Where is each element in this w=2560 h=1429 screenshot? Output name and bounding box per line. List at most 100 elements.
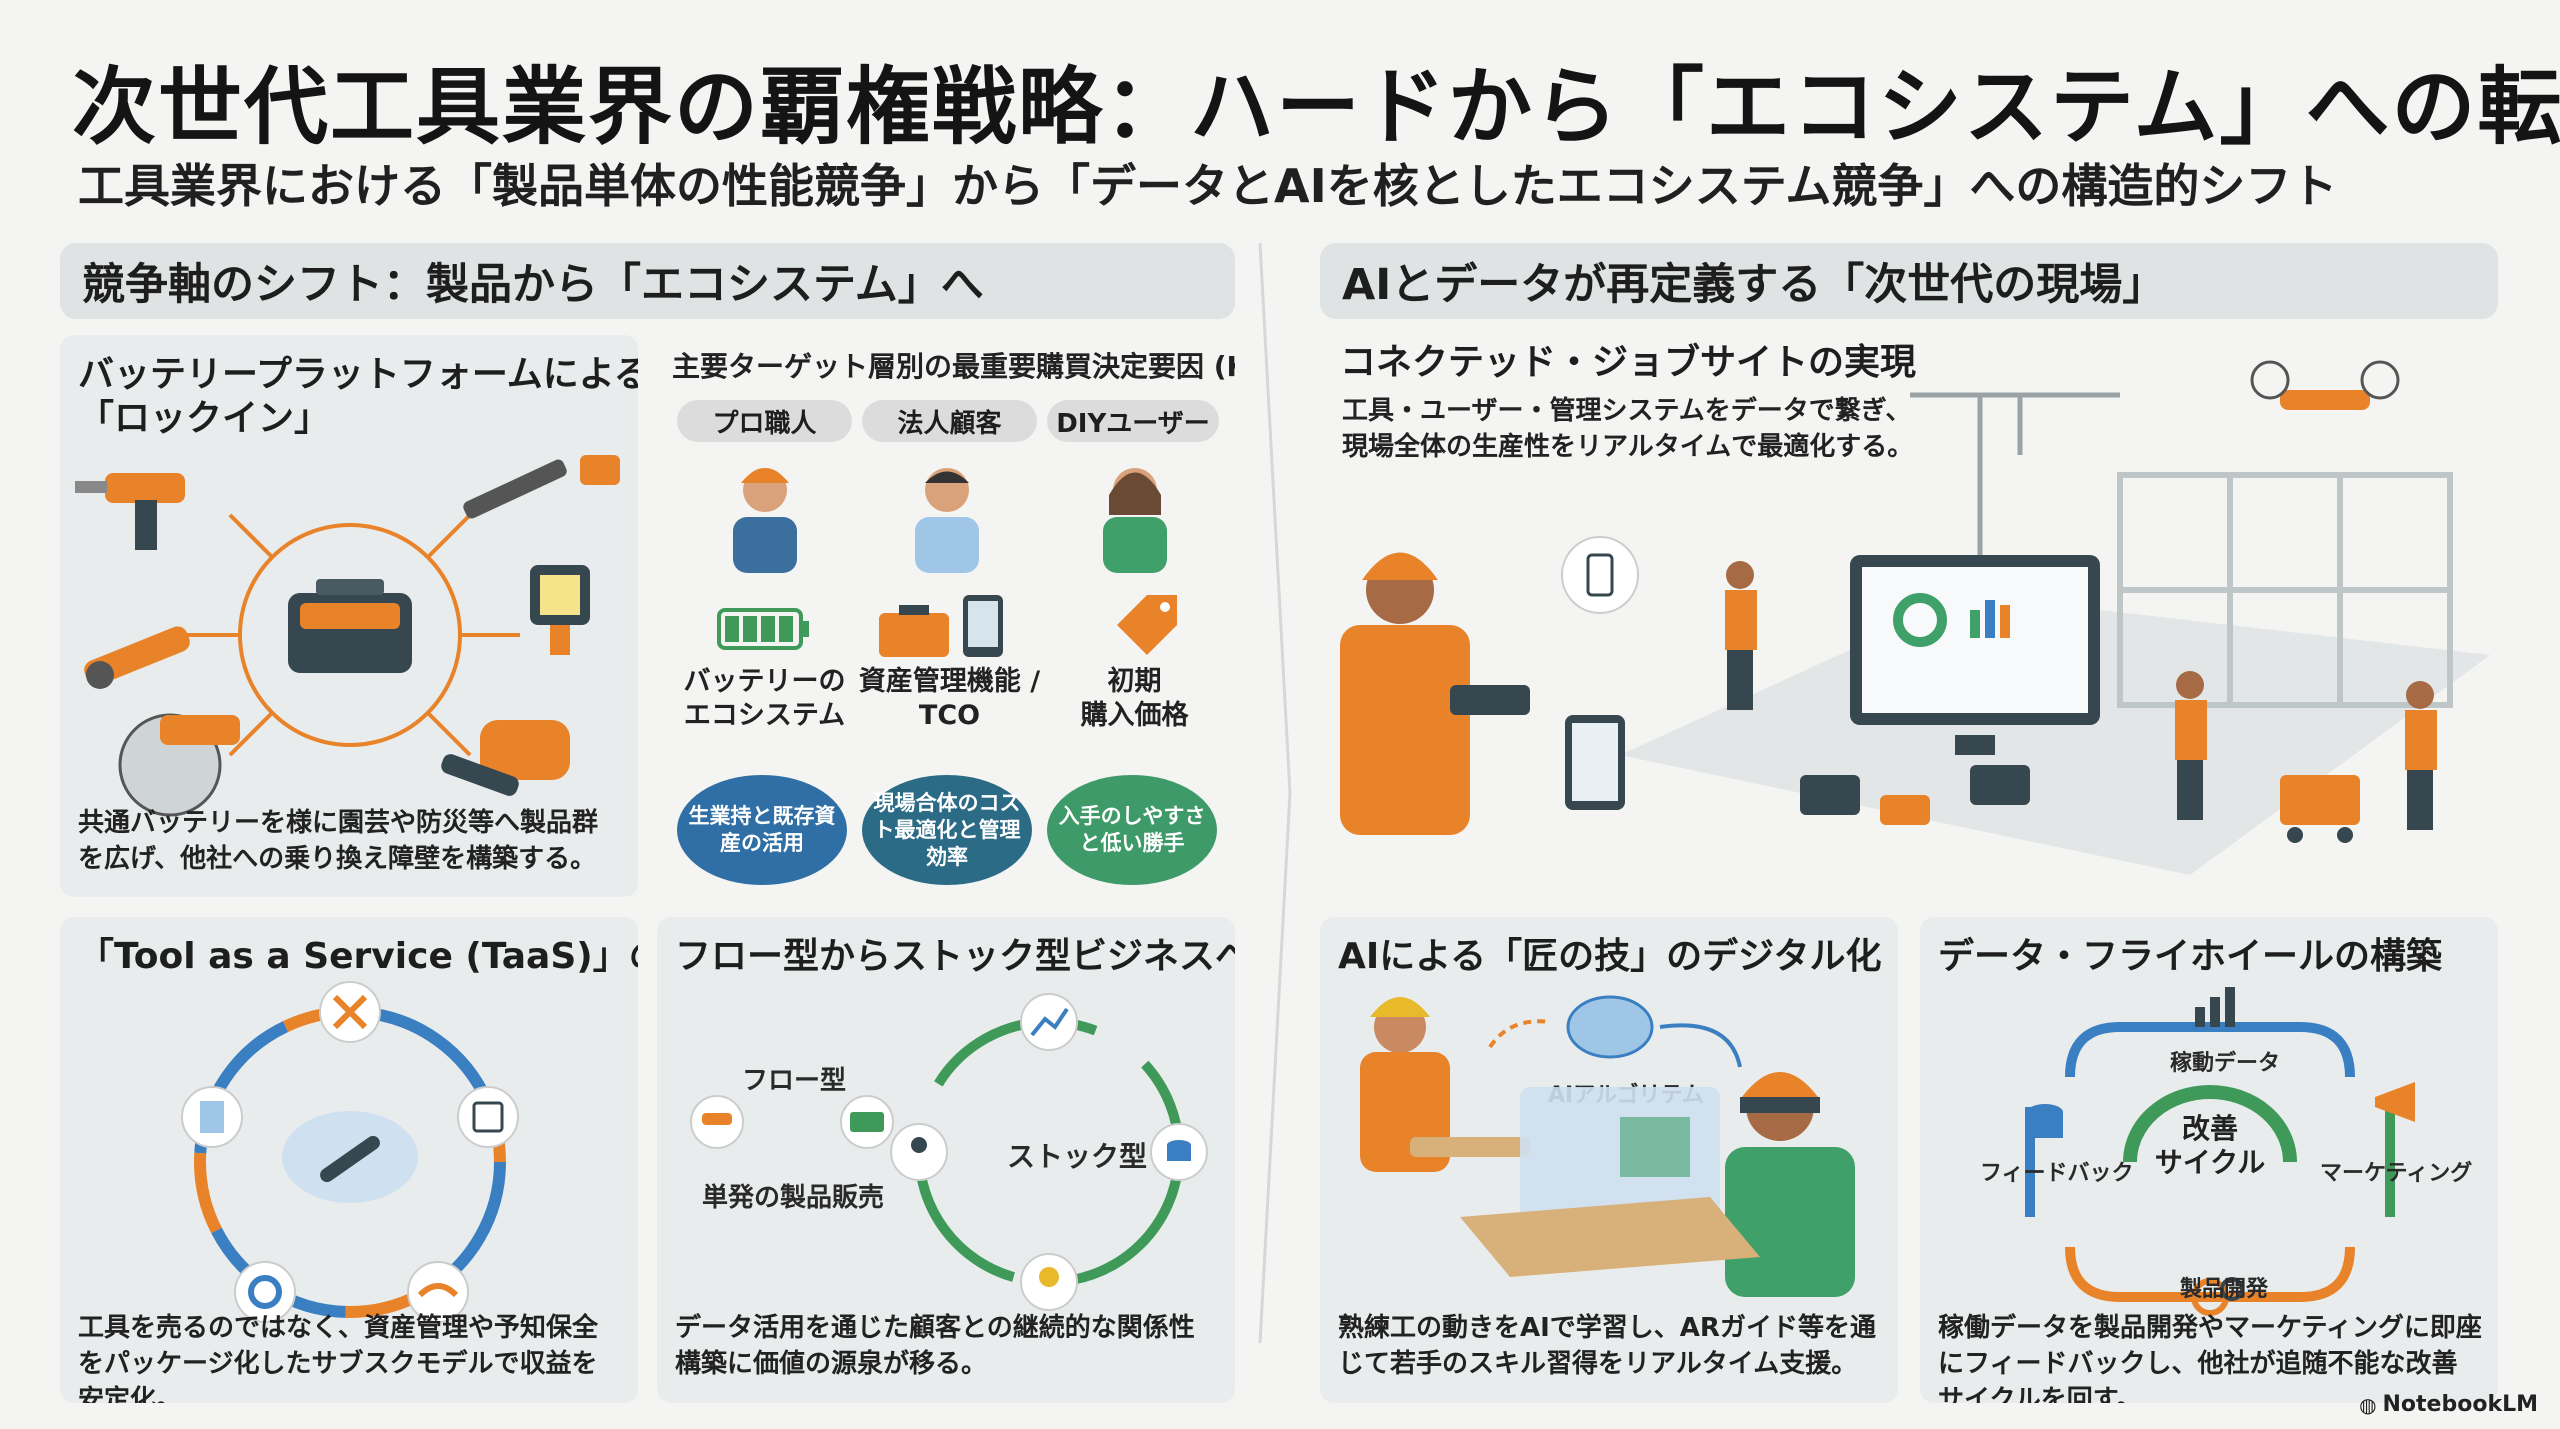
left-section-header: 競争軸のシフト：製品から「エコシステム」へ: [60, 243, 1235, 319]
battery-title-line1: バッテリープラットフォームによる: [78, 354, 638, 395]
tablet-hand-icon: [1565, 715, 1625, 810]
worker-with-drill-icon: [1340, 552, 1530, 835]
smartphone-icon: [1561, 536, 1639, 614]
taas-title: 「Tool as a Service (TaaS)」の台頭: [78, 936, 638, 977]
flow-stock-illustration: [690, 993, 1208, 1311]
drill-icon: [75, 473, 185, 550]
flow-stock-panel: フロー型からストック型ビジネスへの転換 フロー型 単発の製品販売 ストック型 デ…: [657, 917, 1235, 1403]
taas-panel: 「Tool as a Service (TaaS)」の台頭 工具を売るのではなく…: [60, 917, 638, 1403]
kbf-bubble-diy: 入手のしやすさと低い勝手: [1047, 775, 1217, 885]
flow-sub-label: 単発の製品販売: [702, 1183, 885, 1213]
floodlight-icon: [530, 565, 590, 655]
ai-craft-illustration: [1360, 995, 1855, 1297]
kbf-factor-corporate: 資産管理機能 /TCO: [858, 666, 1041, 731]
cash-icon: [840, 1095, 894, 1149]
user-icon: [890, 1123, 948, 1181]
flow-stock-desc: データ活用を通じた顧客との継続的な関係性構築に価値の源泉が移る。: [675, 1313, 1195, 1379]
right-section-header: AIとデータが再定義する「次世代の現場」: [1320, 243, 2498, 319]
grinder-icon: [84, 626, 190, 689]
corporate-client-avatar-icon: [915, 468, 979, 573]
flywheel-title: データ・フライホイールの構築: [1938, 936, 2443, 977]
flywheel-left-label: フィードバック: [1980, 1161, 2134, 1186]
segment-pro-pill: プロ職人: [677, 400, 852, 442]
bar-chart-icon: [2195, 987, 2235, 1027]
tools-icon: [319, 981, 381, 1043]
flow-stock-title: フロー型からストック型ビジネスへの転換: [675, 936, 1235, 977]
jobsite-desc-line2: 現場全体の生産性をリアルタイムで最適化する。: [1342, 432, 1914, 462]
battery-pack-icon: [288, 579, 412, 673]
stock-label: ストック型: [1007, 1140, 1148, 1173]
segment-diy-pill: DIYユーザー: [1047, 400, 1219, 442]
drill-small-icon: [690, 1095, 744, 1149]
ai-craft-desc: 熟練工の動きをAIで学習し、ARガイド等を通じて若手のスキル習得をリアルタイム支…: [1338, 1313, 1876, 1379]
hedge-trimmer-icon: [463, 455, 620, 519]
handshake-icon: [407, 1261, 469, 1323]
kbf-bubble-corporate: 現場合体のコスト最適化と管理効率: [862, 775, 1032, 885]
ai-craft-panel: AIによる「匠の技」のデジタル化 AIアルゴリテム 熟練工の動きをAIで学習し、…: [1320, 917, 1898, 1403]
connected-jobsite-illustration: [1340, 360, 2490, 875]
leaf-blower-icon: [441, 720, 570, 796]
dashboard-monitor-icon: [1850, 555, 2100, 755]
section-divider-chevron: [1258, 242, 1292, 1344]
flywheel-desc: 稼働データを製品開発やマーケティングに即座にフィードバックし、他社が追随不能な改…: [1938, 1313, 2482, 1403]
circular-saw-icon: [118, 713, 240, 817]
flow-label: フロー型: [742, 1066, 847, 1096]
young-worker-ar-icon: [1725, 1072, 1855, 1297]
pro-worker-avatar-icon: [733, 468, 797, 573]
notebooklm-logo-icon: ◍: [2359, 1392, 2377, 1417]
crane-icon: [1910, 392, 2120, 555]
building-frame: [2117, 472, 2453, 708]
toolbox-tablet-icon: [879, 595, 1003, 657]
calendar-icon: [457, 1086, 519, 1148]
battery-desc: 共通バッテリーを様に園芸や防災等へ製品群を広げ、他社への乗り換え障壁を構築する。: [78, 808, 599, 874]
arrow-to-learner: [1659, 1023, 1742, 1068]
cloud-wrench-icon: [282, 1111, 418, 1203]
flywheel-cycle-illustration: [2025, 987, 2415, 1316]
flywheel-arc-bottom: [2065, 1246, 2355, 1302]
worker-right2-icon: [2405, 681, 2437, 830]
page-title: 次世代工具業界の覇権戦略：ハードから「エコシステム」への転換: [72, 58, 2560, 156]
brain-icon: [1566, 995, 1654, 1059]
taas-desc: 工具を売るのではなく、資産管理や予知保全をパッケージ化したサブスクモデルで収益を…: [78, 1313, 599, 1403]
diy-user-avatar-icon: [1103, 468, 1167, 573]
ai-craft-title: AIによる「匠の技」のデジタル化: [1338, 936, 1882, 977]
worker-right1-icon: [2175, 671, 2207, 820]
kbf-factor-diy: 初期購入価格: [1080, 666, 1189, 731]
notebooklm-watermark: ◍ NotebookLM: [2359, 1392, 2538, 1417]
cart-icon: [2280, 775, 2360, 843]
battery-level-icon: [717, 608, 809, 650]
document-icon: [181, 1086, 243, 1148]
price-tag-icon: [1117, 595, 1177, 655]
growth-chart-icon: [1020, 993, 1078, 1051]
kbf-factor-pro: バッテリーのエコシステム: [683, 666, 846, 731]
arrow-to-brain: [1488, 1019, 1551, 1049]
flywheel-center-ring: [2123, 1085, 2297, 1163]
kbf-bubble-pro: 生業持と既存資産の活用: [677, 775, 847, 885]
drone-icon: [2250, 360, 2400, 410]
jobsite-desc-line1: 工具・ユーザー・管理システムをデータで繋ぎ、: [1342, 396, 1912, 426]
veteran-worker-icon: [1360, 997, 1530, 1172]
database-search-icon: [2027, 1104, 2063, 1138]
page-subtitle: 工具業界における「製品単体の性能競争」から「データとAIを核としたエコシステム競…: [78, 159, 2338, 213]
workbench-icon: [1460, 1197, 1760, 1277]
jobsite-panel: コネクテッド・ジョブサイトの実現 工具・ユーザー・管理システムをデータで繋ぎ、 …: [1320, 335, 2498, 880]
site-floor: [1620, 595, 2490, 875]
database-icon: [1150, 1123, 1208, 1181]
flywheel-bottom-label: 製品開発: [2180, 1277, 2269, 1302]
megaphone-icon: [2375, 1082, 2415, 1122]
jobsite-title: コネクテッド・ジョブサイトの実現: [1340, 342, 1917, 383]
kbf-panel: 主要ターゲット層別の最重要購買決定要因 (KBF) プロ職人 法人顧客 DIYユ…: [657, 335, 1235, 897]
flywheel-right-label: マーケティング: [2320, 1161, 2473, 1186]
taas-cycle-illustration: [181, 981, 519, 1323]
battery-hub-ring: [180, 513, 520, 757]
gears-icon: [2191, 1277, 2244, 1316]
kbf-title: 主要ターゲット層別の最重要購買決定要因 (KBF): [672, 350, 1235, 383]
money-hand-icon: [1020, 1253, 1078, 1311]
ar-guide-screen-icon: [1520, 1087, 1720, 1227]
flywheel-center-label: 改善サイクル: [2154, 1112, 2266, 1179]
kbf-persona-illustration: [717, 468, 1177, 657]
data-flywheel-panel: データ・フライホイールの構築 稼動データ フィードバック マーケティング 製品開…: [1920, 917, 2498, 1403]
tool-battery-cluster-icon: [1800, 765, 2030, 825]
battery-lockin-panel: バッテリープラットフォームによる 「ロックイン」 共通バッテリーを様に園芸や防災…: [60, 335, 638, 897]
battery-ecosystem-illustration: [75, 455, 620, 817]
